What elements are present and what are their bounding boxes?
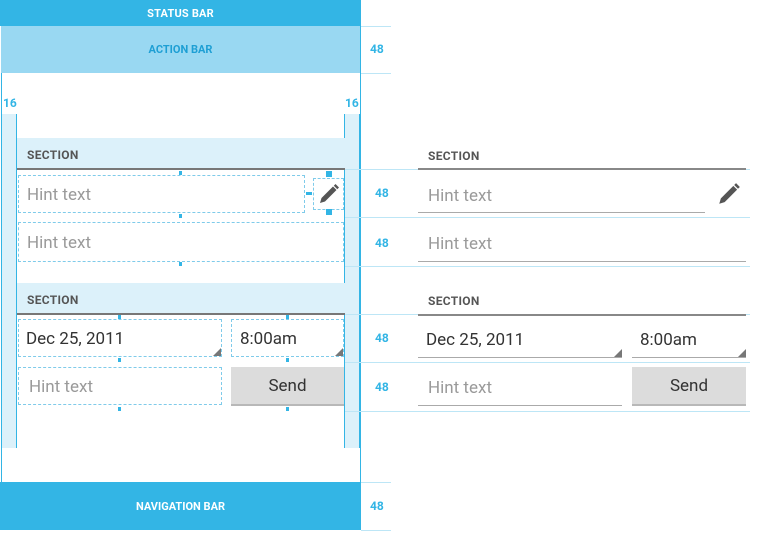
section-title: SECTION [27,148,79,162]
pencil-icon [320,184,339,203]
spacing-tick [179,262,182,266]
dimension-label: 48 [375,236,389,250]
section-divider [17,168,345,170]
field-underline [418,405,622,406]
section-title: SECTION [27,293,79,307]
final-layout-preview: SECTION Hint text Hint text SECTION Dec … [418,0,748,536]
dimension-label: 48 [370,42,384,56]
dimension-guide [361,73,391,74]
spacing-tick [179,171,182,175]
field-underline [418,261,746,262]
hint-text-field[interactable]: Hint text [428,186,492,206]
dimension-label: 48 [375,380,389,394]
section-title: SECTION [428,294,480,308]
pencil-icon[interactable] [716,181,742,207]
section-divider [418,314,746,316]
spinner-corner-icon [213,348,221,356]
spacing-tick [326,209,332,215]
section-header-bg [17,138,345,170]
hint-text-field[interactable]: Hint text [18,175,305,213]
dimension-guide [345,362,750,363]
phone-mockup: STATUS BAR ACTION BAR 16 16 SECTION Hint… [0,0,361,536]
hint-text-placeholder: Hint text [27,185,91,205]
action-bar: ACTION BAR [1,26,360,73]
right-margin-guide [344,114,360,448]
hint-text-field[interactable]: Hint text [18,367,222,405]
time-spinner[interactable]: 8:00am [640,330,697,350]
dimension-guide [345,217,750,218]
spacing-tick [179,214,182,218]
send-button[interactable]: Send [231,367,344,406]
left-margin-label: 16 [3,96,17,110]
hint-text-field[interactable]: Hint text [18,222,344,262]
spacing-tick [118,358,121,362]
status-bar: STATUS BAR [0,0,361,26]
hint-text-placeholder: Hint text [29,377,93,397]
time-value: 8:00am [240,329,297,349]
spacing-tick [286,315,289,319]
send-button[interactable]: Send [632,367,746,406]
date-spinner[interactable]: Dec 25, 2011 [426,330,525,350]
dimension-label: 48 [375,331,389,345]
date-spinner[interactable]: Dec 25, 2011 [18,319,222,357]
dimension-guide [345,411,750,412]
spacing-tick [118,407,121,411]
hint-text-field[interactable]: Hint text [428,234,492,254]
edit-button[interactable] [313,178,344,210]
hint-text-field[interactable]: Hint text [428,378,492,398]
section-title: SECTION [428,149,480,163]
dimension-guide [345,266,750,267]
dimension-guide [361,482,391,483]
left-margin-guide [1,114,17,448]
field-underline [632,357,746,358]
spacing-tick [118,315,121,319]
navigation-bar: NAVIGATION BAR [0,482,361,530]
spinner-corner-icon [614,349,622,357]
spacing-tick [326,171,332,177]
dimension-guide [361,26,391,27]
spacing-tick [286,358,289,362]
section-divider [17,313,345,315]
spinner-corner-icon [335,348,343,356]
spacing-tick [286,407,289,411]
dimension-label: 48 [375,186,389,200]
section-divider [418,168,746,170]
spacing-tick [306,192,312,195]
section-header-bg [17,283,345,315]
date-value: Dec 25, 2011 [26,329,125,349]
right-margin-label: 16 [345,96,359,110]
field-underline [418,212,705,213]
dimension-label: 48 [370,499,384,513]
field-underline [418,357,622,358]
dimension-guide [361,530,391,531]
time-spinner[interactable]: 8:00am [231,319,344,357]
spinner-corner-icon [738,349,746,357]
phone-frame [1,26,361,530]
hint-text-placeholder: Hint text [27,233,91,253]
